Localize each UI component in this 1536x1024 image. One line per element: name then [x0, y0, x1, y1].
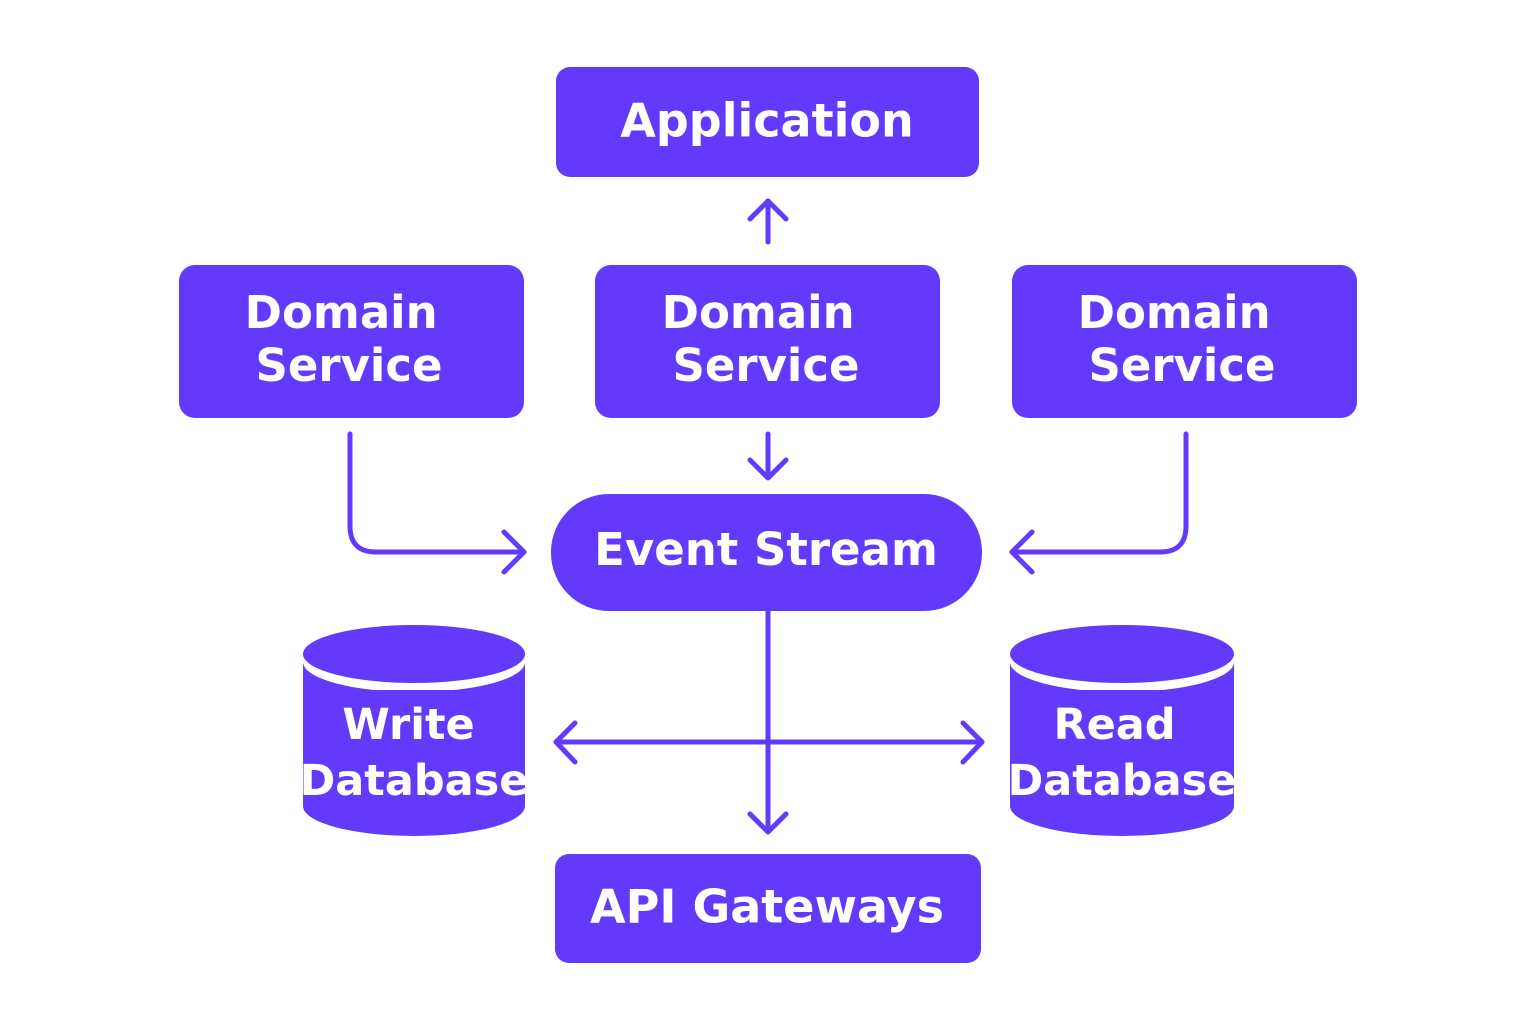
domain-service-left-line2: Service [255, 339, 442, 392]
write-database-line1: Write [342, 700, 474, 750]
read-database-label: Read Database [1008, 700, 1237, 806]
arrow-event-stream-to-databases [553, 720, 985, 765]
write-database-top [303, 625, 525, 683]
read-database-node[interactable]: Read Database [1008, 625, 1237, 836]
write-database-label: Write Database [300, 700, 529, 806]
write-database-line2: Database [300, 756, 529, 806]
domain-service-center-node[interactable]: Domain Service [595, 265, 940, 418]
domain-service-left-label: Domain Service [245, 286, 454, 392]
domain-service-right-line2: Service [1088, 339, 1275, 392]
arrow-domain-to-application [747, 198, 789, 245]
arrow-domain-left-to-event-stream [347, 431, 527, 575]
domain-service-right-line1: Domain [1078, 286, 1271, 339]
domain-service-center-label: Domain Service [662, 286, 871, 392]
domain-service-center-line2: Service [672, 339, 859, 392]
write-database-body-top [303, 672, 525, 698]
write-database-node[interactable]: Write Database [300, 625, 529, 836]
arrow-event-stream-to-api-gateways [747, 608, 789, 835]
api-gateways-node[interactable]: API Gateways [555, 854, 981, 963]
domain-service-left-line1: Domain [245, 286, 438, 339]
arrow-domain-right-to-event-stream [1009, 431, 1189, 575]
application-label: Application [620, 94, 913, 148]
domain-service-right-label: Domain Service [1078, 286, 1287, 392]
domain-service-center-box [595, 265, 940, 418]
read-database-line2: Database [1008, 756, 1237, 806]
domain-service-left-node[interactable]: Domain Service [179, 265, 524, 418]
read-database-top [1010, 625, 1234, 683]
domain-service-left-box [179, 265, 524, 418]
domain-service-center-line1: Domain [662, 286, 855, 339]
application-node[interactable]: Application [556, 67, 979, 177]
read-database-body-top [1010, 672, 1234, 698]
event-stream-pill [551, 494, 982, 611]
application-box [556, 67, 979, 177]
domain-service-right-box [1012, 265, 1357, 418]
api-gateways-box [555, 854, 981, 963]
event-stream-label: Event Stream [594, 523, 938, 576]
event-stream-node[interactable]: Event Stream [551, 494, 982, 611]
api-gateways-label: API Gateways [590, 880, 944, 934]
domain-service-right-node[interactable]: Domain Service [1012, 265, 1357, 418]
write-database-body [303, 662, 525, 836]
read-database-body [1010, 662, 1234, 836]
arrow-domain-center-to-event-stream [747, 431, 789, 481]
read-database-line1: Read [1053, 700, 1175, 750]
